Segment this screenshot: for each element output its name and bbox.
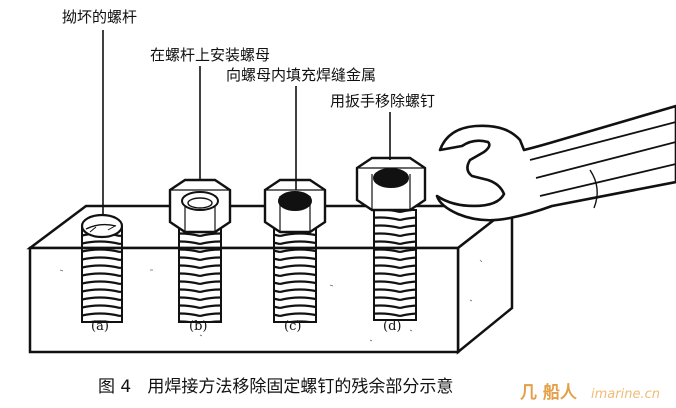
label-broken-stud: 拗坏的螺杆 (62, 8, 137, 26)
label-remove-with-wrench: 用扳手移除螺钉 (330, 92, 435, 110)
label-fill-weld: 向螺母内填充焊缝金属 (226, 66, 376, 84)
stage-letter-c: (c) (284, 319, 301, 334)
stage-letter-d: (d) (383, 319, 401, 334)
watermark: 几 船人 imarine.cn (520, 382, 660, 403)
label-install-nut: 在螺杆上安装螺母 (150, 46, 270, 64)
leader-lines (102, 30, 391, 216)
watermark-url: imarine.cn (591, 387, 660, 402)
watermark-logo: 几 船人 (520, 382, 578, 403)
nut-on-stud-b (168, 178, 232, 323)
wrench (435, 104, 676, 222)
weld-filled-nut-c (263, 178, 327, 323)
stage-letter-a: (a) (91, 319, 109, 334)
nut-with-wrench-d (355, 156, 427, 321)
figure-caption: 图 4 用焊接方法移除固定螺钉的残余部分示意 (98, 377, 453, 397)
stage-letter-b: (b) (189, 319, 207, 334)
broken-stud-a (80, 213, 124, 323)
